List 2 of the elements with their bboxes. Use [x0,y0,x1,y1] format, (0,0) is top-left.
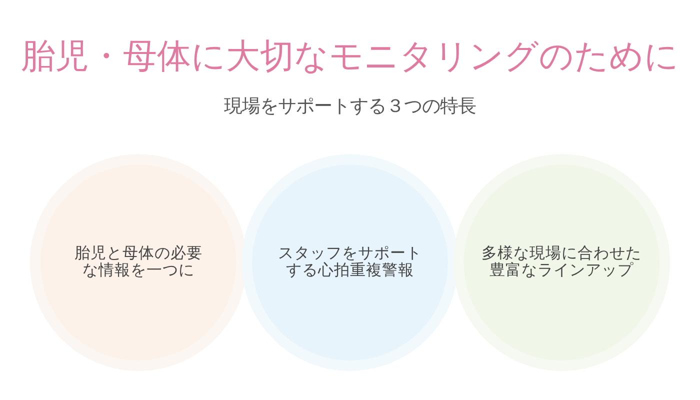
label: 現場をサポートする３つの特長 [224,95,476,116]
diagram-title: 胎児・母体に大切なモニタリングのために [21,36,679,76]
